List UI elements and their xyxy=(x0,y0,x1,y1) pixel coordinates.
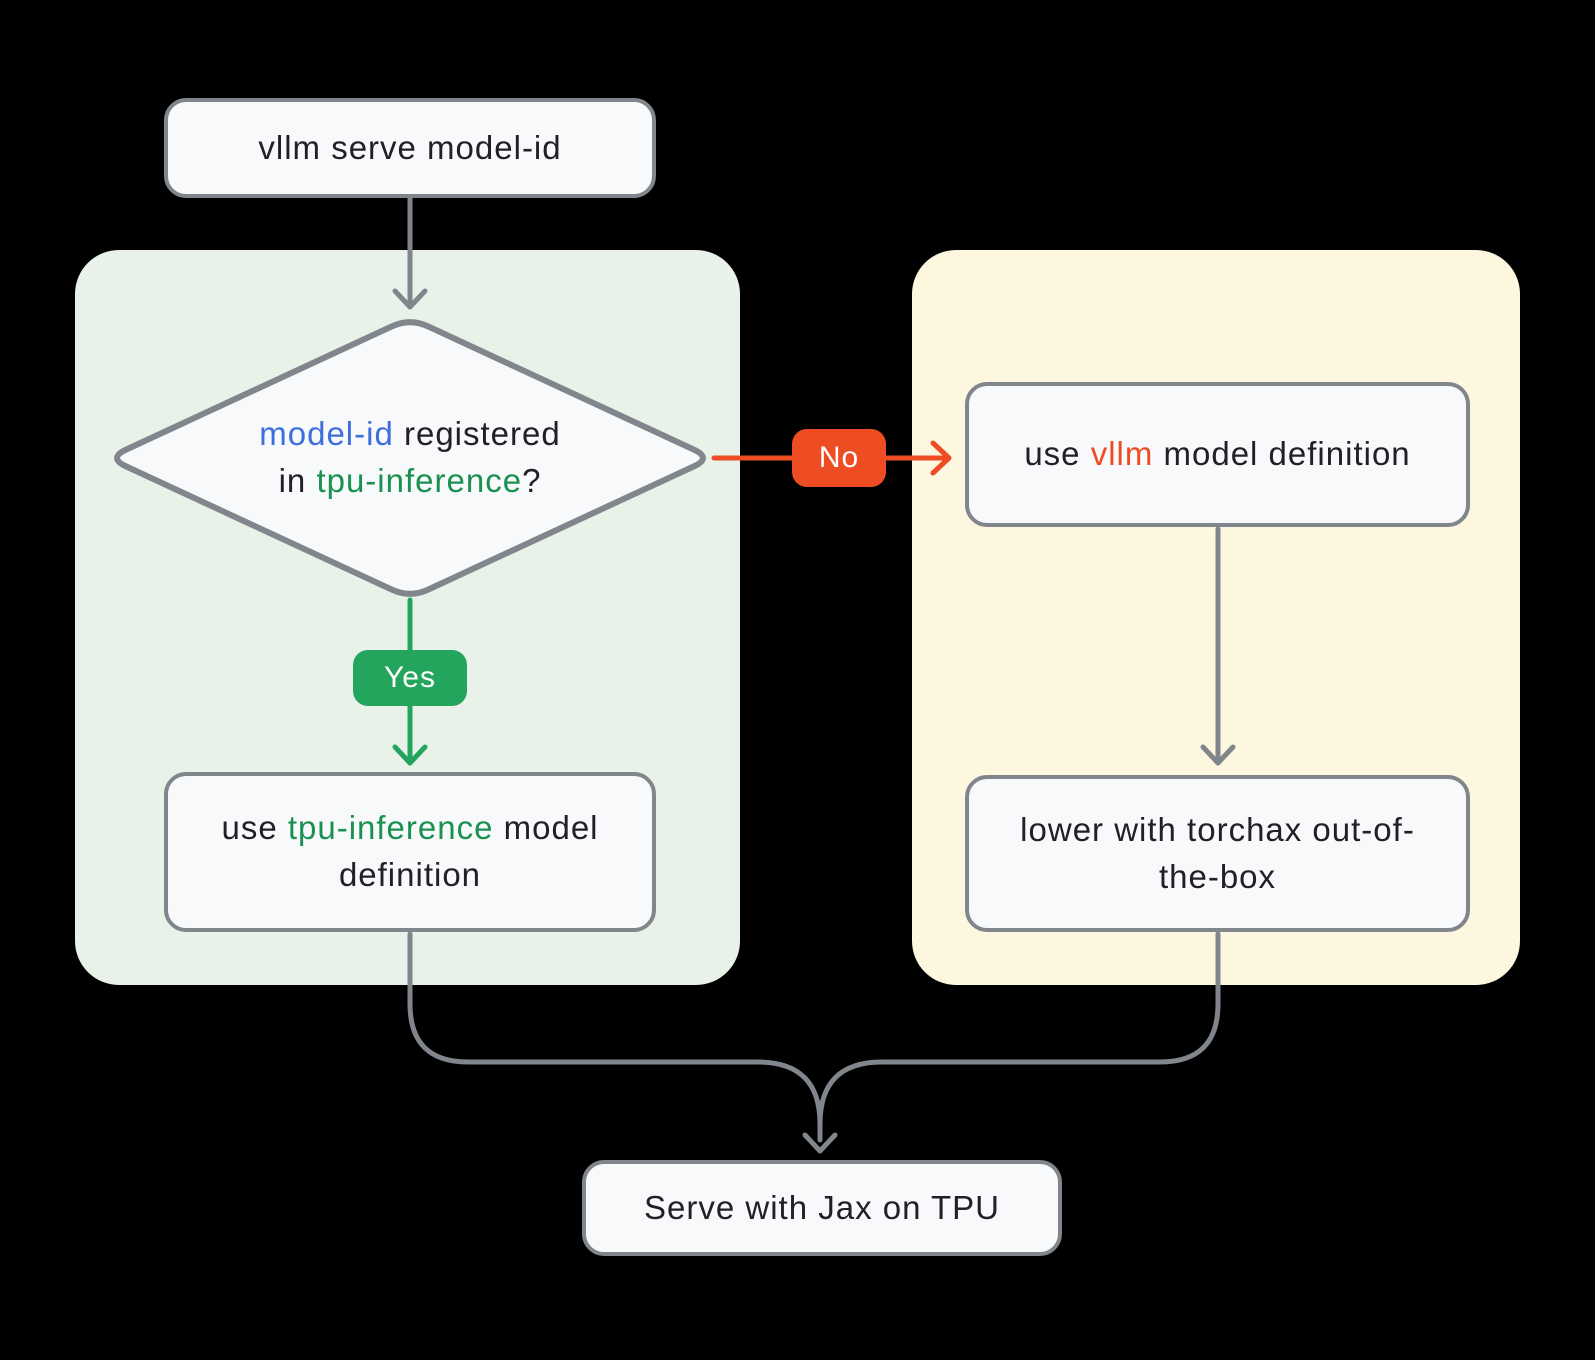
node-serve-jax-tpu-label: Serve with Jax on TPU xyxy=(643,1188,1001,1226)
node-use-tpu-inference-label: use tpu-inference model definition xyxy=(192,805,628,899)
node-use-vllm-label: use vllm model definition xyxy=(1024,431,1410,478)
node-serve-jax-tpu: Serve with Jax on TPU xyxy=(582,1160,1062,1256)
edge-merge-left xyxy=(407,931,823,1143)
node-vllm-serve-label: vllm serve model-id xyxy=(258,128,562,166)
decision-registered-text: registered xyxy=(393,415,561,452)
yes-badge-label: Yes xyxy=(384,661,436,694)
decision-tpu-inference-text: tpu-inference xyxy=(316,461,523,499)
decision-line-2: in tpu-inference? xyxy=(170,458,650,505)
no-badge: No xyxy=(792,429,886,487)
decision-model-id-text: model-id xyxy=(259,415,394,452)
arrowhead-no xyxy=(930,440,952,476)
use-tpu-post-text: model definition xyxy=(338,809,599,893)
node-use-vllm: use vllm model definition xyxy=(965,382,1470,527)
yes-badge: Yes xyxy=(353,650,467,706)
edge-merge-right xyxy=(817,931,1221,1127)
arrowhead-start-to-decision xyxy=(392,288,428,310)
no-badge-label: No xyxy=(818,441,860,474)
node-lower-torchax-label: lower with torchax out-of-the-box xyxy=(1020,810,1415,895)
arrowhead-yes xyxy=(392,744,428,766)
node-vllm-serve: vllm serve model-id xyxy=(164,98,656,198)
node-lower-torchax: lower with torchax out-of-the-box xyxy=(965,775,1470,932)
use-tpu-highlight-text: tpu-inference xyxy=(287,809,494,847)
arrowhead-vllm-to-torchax xyxy=(1200,744,1236,766)
node-use-tpu-inference: use tpu-inference model definition xyxy=(164,772,656,932)
use-tpu-pre-text: use xyxy=(221,809,288,847)
use-vllm-post-text: model definition xyxy=(1153,435,1411,473)
decision-in-text: in xyxy=(278,461,317,499)
arrowhead-merge-to-serve xyxy=(802,1132,838,1154)
node-decision-label: model-id registered in tpu-inference? xyxy=(170,411,650,505)
decision-question-mark: ? xyxy=(522,461,542,499)
decision-diamond-shape xyxy=(114,319,706,597)
use-vllm-highlight-text: vllm xyxy=(1090,435,1154,473)
decision-line-1: model-id registered xyxy=(170,411,650,458)
use-vllm-pre-text: use xyxy=(1024,435,1091,473)
